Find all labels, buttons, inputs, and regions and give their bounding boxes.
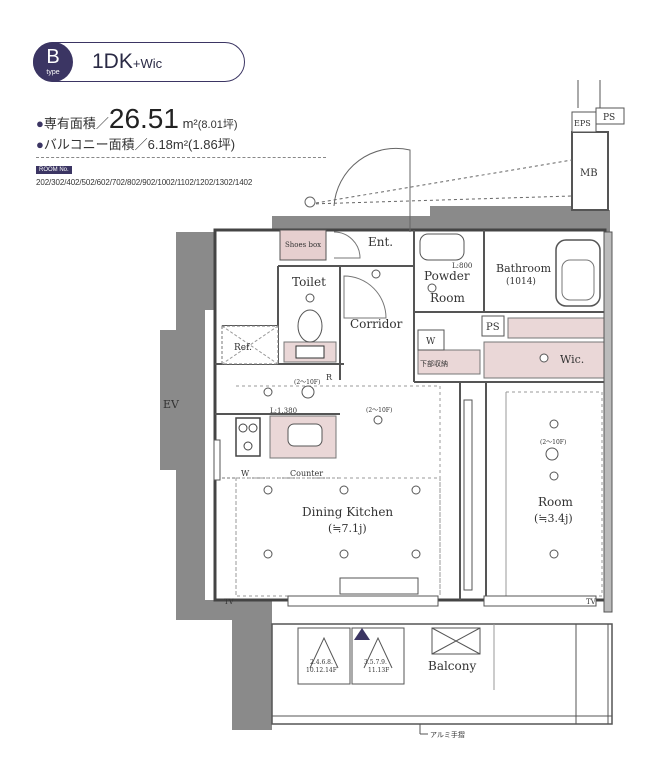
ev-label: EV [163, 398, 180, 411]
toilet-label: Toilet [292, 275, 326, 289]
balcony-label: Balcony [428, 659, 476, 673]
balcony-area: ●バルコニー面積／6.18m²(1.86坪) [36, 134, 235, 153]
balcony-area-label: バルコニー面積／6.18m²(1.86坪) [43, 137, 236, 152]
marker-w-label: W [241, 469, 250, 478]
type-letter: B [46, 46, 60, 68]
ps-shelf [507, 317, 605, 339]
exclusive-area-label: 専有面積／ [43, 116, 109, 131]
eps-label: EPS [574, 119, 591, 128]
mb-shaft [571, 131, 609, 211]
canopy-line [309, 159, 573, 205]
corner-wall [598, 210, 610, 232]
dk-size-label: (≒7.1j) [328, 522, 367, 535]
dk-floor-box [235, 477, 441, 597]
shoes-box-label: Shoes box [285, 241, 321, 249]
exclusive-area-unit: m² [182, 116, 198, 131]
corridor-label: Corridor [350, 317, 403, 331]
ref-cross [221, 325, 279, 365]
ps-label: PS [486, 322, 500, 333]
powder-counter [417, 349, 481, 375]
wic-label: Wic. [560, 353, 584, 366]
room-number-list: 202/302/402/502/602/702/802/902/1002/110… [36, 178, 253, 187]
ref-label: Ref. [234, 343, 252, 353]
burner-icon [248, 423, 258, 433]
ceiling-height-label: (2～10F) [366, 407, 392, 414]
toilet-bowl-icon [297, 309, 323, 343]
powder-room-label: Room [430, 291, 465, 305]
tv-outlet-label: TV [224, 598, 235, 606]
w-label: W [426, 337, 436, 347]
vent-floors-label: 10.12.14F [306, 667, 337, 674]
bullet-icon: ● [36, 116, 44, 131]
toilet-tank-icon [295, 345, 325, 359]
ent-door [333, 231, 361, 259]
bathroom-label: Bathroom [496, 262, 552, 275]
canopy-line [309, 195, 573, 205]
ent-label: Ent. [368, 235, 393, 249]
room-size-label: (≒3.4j) [534, 512, 573, 525]
plan-header: B type 1DK+Wic ●専有面積／26.51 m²(8.01坪) ●バル… [0, 0, 652, 200]
room-no-tag: ROOM No. [36, 166, 72, 174]
hatch-ladder-icon [309, 636, 339, 669]
outer-column [160, 330, 176, 470]
sub-storage-label: 下部収納 [420, 359, 448, 368]
counter-label: Counter [290, 469, 323, 478]
floor-heater-icon [339, 577, 419, 595]
washer-icon [417, 329, 445, 351]
ps-top-box [595, 107, 625, 125]
bathtub-inner-icon [561, 259, 595, 301]
l1380-label: L:1,380 [270, 407, 297, 415]
room-label: Room [538, 495, 573, 509]
ceiling-height-label: (2～10F) [294, 379, 320, 386]
plan-name-suffix: +Wic [132, 56, 163, 71]
canopy-light [304, 196, 316, 208]
vent-floors-label: 11.13F [368, 667, 389, 674]
hatch-arrow-icon [354, 628, 370, 640]
right-wall [603, 231, 613, 613]
entrance-door [333, 147, 411, 207]
burner-icon [238, 423, 248, 433]
bullet-icon: ● [36, 137, 44, 152]
bathroom-size-label: (1014) [506, 276, 536, 287]
exclusive-area-value: 26.51 [108, 103, 179, 134]
hatch-ladder-icon [363, 636, 393, 669]
ref-cross [221, 325, 279, 365]
sliding-door [463, 399, 473, 591]
corridor-door [343, 275, 387, 319]
powder-label: Powder [424, 269, 470, 283]
ceiling-height-label: (2～10F) [540, 439, 566, 446]
windows [213, 439, 597, 607]
vent-hatch [297, 627, 351, 685]
l800-label: L:800 [452, 262, 472, 270]
type-badge: B type [33, 42, 73, 82]
ps-top-label: PS [603, 113, 615, 123]
dining-kitchen-label: Dining Kitchen [302, 505, 393, 519]
ps-box [481, 315, 505, 337]
plan-name: 1DK+Wic [92, 50, 162, 74]
plan-name-main: 1DK [92, 50, 133, 73]
marker-r-label: R [326, 373, 333, 382]
divider [36, 157, 326, 158]
kitchen-sink-icon [287, 423, 323, 447]
tv-outlet-label: TV [586, 598, 597, 606]
exclusive-area-tsubo: (8.01坪) [197, 119, 238, 131]
aircon-cross [431, 627, 481, 655]
mb-label: MB [580, 168, 598, 179]
type-word: type [46, 69, 60, 76]
vent-floors-label: 2.4.6.8. [310, 659, 333, 666]
vent-floors-label: 3.5.7.9. [364, 659, 387, 666]
exclusive-area: ●専有面積／26.51 m²(8.01坪) [36, 103, 238, 135]
ceiling-lights [263, 269, 559, 559]
washbasin-icon [419, 233, 465, 261]
handrail-label: アルミ手摺 [430, 730, 465, 739]
shoes-box [279, 229, 327, 261]
burner-icon [243, 441, 253, 451]
